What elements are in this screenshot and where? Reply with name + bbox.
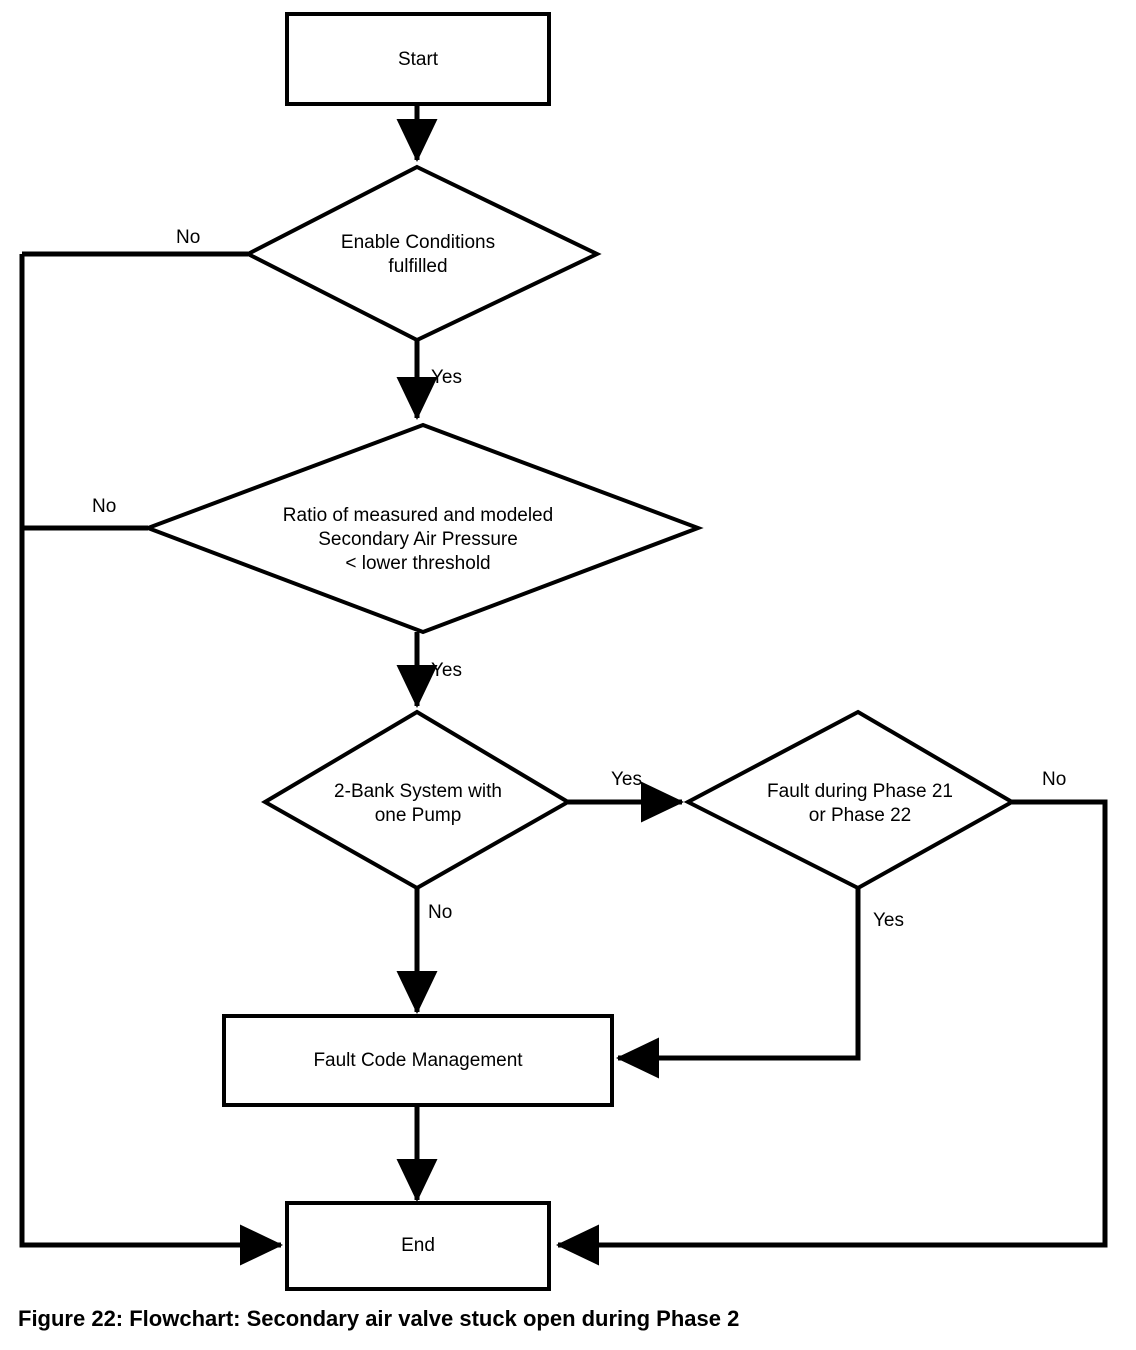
node-ratio-threshold-label-line3: < lower threshold (345, 553, 490, 574)
edge-label-bank-yes: Yes (611, 769, 642, 790)
node-enable-conditions-label-line2: fulfilled (388, 256, 447, 277)
node-two-bank-system (261, 709, 572, 891)
edge-label-phase-yes: Yes (873, 910, 904, 931)
node-fault-code-management (222, 1014, 614, 1107)
edge-left-rail-to-end (19, 254, 284, 1266)
figure-caption: Figure 22: Flowchart: Secondary air valv… (18, 1306, 740, 1331)
edge-label-ratio-no: No (92, 496, 116, 517)
node-end-label: End (401, 1235, 435, 1256)
node-two-bank-system-label-line2: one Pump (375, 805, 462, 826)
edge-label-bank-no: No (428, 902, 452, 923)
node-fault-during-phase-label-line1: Fault during Phase 21 (767, 781, 953, 802)
node-fault-during-phase-label-line2: or Phase 22 (809, 805, 911, 826)
edge-label-enable-yes: Yes (431, 367, 462, 388)
edge-phase-no (555, 799, 1108, 1266)
edge-label-enable-no: No (176, 227, 200, 248)
node-ratio-threshold-label-line2: Secondary Air Pressure (318, 529, 518, 550)
node-ratio-threshold (142, 422, 704, 635)
node-enable-conditions-label-line1: Enable Conditions (341, 232, 495, 253)
node-enable-conditions (243, 164, 602, 343)
edge-label-ratio-yes: Yes (431, 660, 462, 681)
edge-phase-yes (615, 888, 861, 1079)
edge-label-phase-no: No (1042, 769, 1066, 790)
node-two-bank-system-label-line1: 2-Bank System with (334, 781, 502, 802)
node-ratio-threshold-label-line1: Ratio of measured and modeled (283, 505, 553, 526)
node-start-label: Start (398, 49, 439, 70)
node-fault-code-management-label: Fault Code Management (313, 1050, 523, 1071)
node-start (285, 12, 551, 106)
node-end (285, 1201, 551, 1291)
node-fault-during-phase (683, 709, 1017, 891)
